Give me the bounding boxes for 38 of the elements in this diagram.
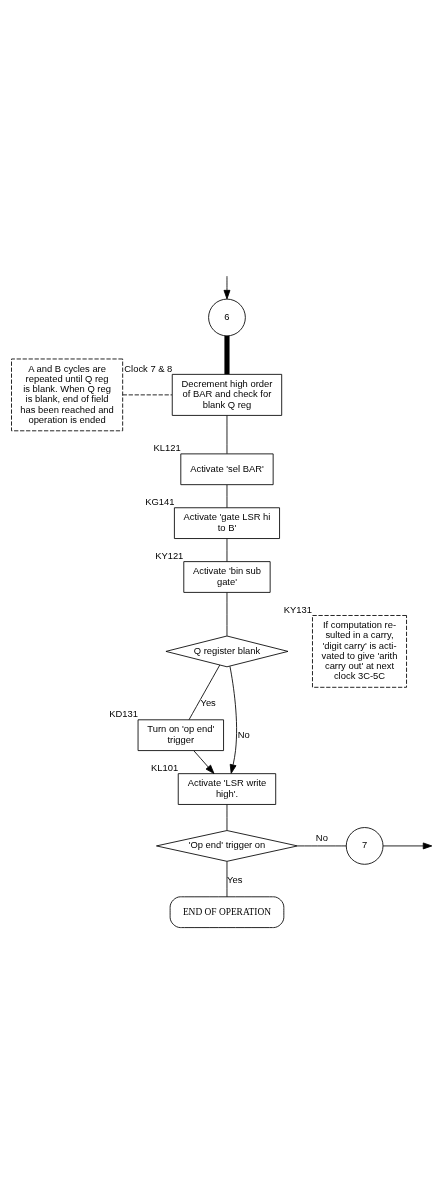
arrow <box>193 750 215 774</box>
edge-label: No <box>237 728 250 740</box>
node-label: KY121 <box>155 549 184 561</box>
node-diamond: Q register blank <box>165 635 289 668</box>
node-label: KG141 <box>145 496 175 508</box>
connector <box>226 861 228 898</box>
edge-label: Yes <box>200 696 216 708</box>
node-label: KL101 <box>150 761 179 773</box>
node-label: KY131 <box>283 603 313 615</box>
node-box: Turn on 'op end' trigger <box>137 719 224 751</box>
node-label: KL121 <box>153 442 181 454</box>
node-box: Activate 'bin sub gate' <box>183 561 271 593</box>
connector <box>226 804 228 831</box>
node-box: Activate 'gate LSR hi to B' <box>173 507 280 539</box>
node-label: KD131 <box>109 708 138 720</box>
connector <box>224 335 230 375</box>
arrow <box>382 842 433 850</box>
node-label: Clock 7 & 8 <box>124 362 173 374</box>
node-box: A and B cycles are repeated until Q reg is blank. When Q reg is blank, end of field has been reached and operation is ended <box>11 358 124 432</box>
arrow <box>229 665 237 774</box>
connector <box>226 592 228 637</box>
node-box: Decrement high order of BAR and check for blank Q reg <box>171 373 283 416</box>
node-circle: 6 <box>208 298 246 337</box>
node-box: Activate 'sel BAR' <box>180 453 274 486</box>
node-box: END OF OPERATION <box>169 896 285 928</box>
connector <box>188 664 221 721</box>
node-circle: 7 <box>345 827 384 865</box>
connector <box>226 484 228 509</box>
connector <box>226 538 228 562</box>
connector <box>226 415 228 455</box>
node-box: Activate 'LSR write high'. <box>177 773 277 805</box>
node-box: If computation re- sulted in a carry, 'digit carry' is acti- vated to give 'arith carry out' at next clock 3C-5C <box>312 615 407 688</box>
arrow <box>223 275 231 300</box>
connector <box>297 845 347 847</box>
connector <box>122 394 173 396</box>
node-diamond: 'Op end' trigger on <box>156 830 298 862</box>
edge-label: No <box>315 831 328 843</box>
edge-label: Yes <box>227 873 243 885</box>
